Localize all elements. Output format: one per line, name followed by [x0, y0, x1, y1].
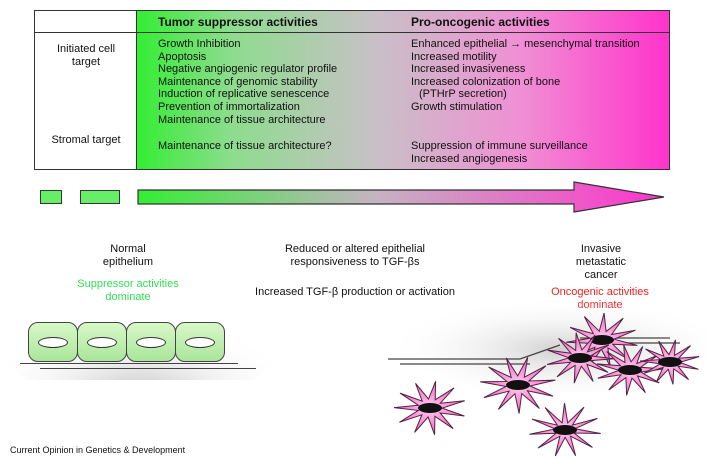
list-item: Prevention of immortalization — [158, 100, 300, 113]
initiated-cell-target-label: Initiated cell target — [56, 43, 116, 68]
table-header-divider — [34, 32, 670, 33]
invasive-cancer-illustration — [388, 297, 706, 457]
progression-arrow — [137, 181, 665, 213]
list-item: Increased invasiveness — [411, 63, 526, 76]
list-item: Increased angiogenesis — [411, 152, 528, 165]
normal-epithelium-label: Normal epithelium — [102, 243, 154, 268]
list-item: Negative angiogenic regulator profile — [158, 63, 338, 76]
list-item: Growth stimulation — [411, 100, 503, 113]
cancer-cell-nucleus — [553, 425, 577, 435]
progression-arrow-shape — [137, 181, 665, 213]
list-item: Apoptosis — [158, 50, 207, 63]
epithelial-cell — [126, 322, 176, 362]
cell-nucleus — [38, 336, 68, 348]
membrane-fragment — [519, 344, 561, 360]
cancer-cell-nucleus — [568, 353, 592, 363]
tumor-initiated-list: Growth Inhibition Apoptosis Negative ang… — [158, 38, 337, 126]
progression-square-2 — [80, 190, 120, 204]
cancer-cell-nucleus — [658, 357, 682, 367]
cancer-cell-nucleus — [590, 335, 614, 345]
pro-initiated-list: Enhanced epithelial → mesenchymal transi… — [411, 38, 640, 114]
epithelial-cell — [175, 322, 225, 362]
middle-annotation-1: Reduced or altered epithelial responsive… — [284, 243, 426, 268]
list-item: Growth Inhibition — [158, 38, 241, 50]
list-item: Maintenance of genomic stability — [158, 75, 318, 88]
list-item: Increased colonization of bone — [411, 75, 561, 88]
table-gradient-background — [136, 11, 669, 169]
progression-square-1 — [40, 190, 62, 204]
basement-membrane-lower — [40, 368, 256, 369]
epithelial-cell — [28, 322, 78, 362]
activities-table — [34, 10, 670, 170]
list-item: Increased motility — [411, 50, 497, 63]
pro-oncogenic-header: Pro-oncogenic activities — [411, 15, 550, 29]
cell-nucleus — [136, 336, 166, 348]
epithelial-cell — [77, 322, 127, 362]
pro-stromal-list: Suppression of immune surveillance Incre… — [411, 140, 588, 165]
invasive-cancer-label: Invasive metastatic cancer — [575, 243, 627, 281]
table-column-divider — [136, 10, 137, 170]
list-item: (PTHrP secretion) — [419, 88, 507, 101]
list-item: Suppression of immune surveillance — [411, 140, 588, 152]
cancer-cell-nucleus — [506, 380, 530, 390]
cancer-cell-nucleus — [618, 365, 642, 375]
cell-nucleus — [87, 336, 117, 348]
cancer-cell-nucleus — [418, 403, 442, 413]
tumor-stromal-list: Maintenance of tissue architecture? — [158, 140, 332, 153]
journal-credit: Current Opinion in Genetics & Developmen… — [10, 445, 186, 455]
cell-nucleus — [185, 336, 215, 348]
list-item: Induction of replicative senescence — [158, 88, 330, 101]
list-item: Maintenance of tissue architecture — [158, 113, 326, 126]
stromal-target-label: Stromal target — [51, 134, 121, 146]
tumor-suppressor-header: Tumor suppressor activities — [158, 15, 318, 29]
list-item: Enhanced epithelial → mesenchymal transi… — [411, 38, 640, 50]
basement-membrane-upper — [20, 363, 238, 364]
list-item: Maintenance of tissue architecture? — [158, 140, 332, 152]
middle-annotation-2: Increased TGF-β production or activation — [255, 286, 455, 298]
